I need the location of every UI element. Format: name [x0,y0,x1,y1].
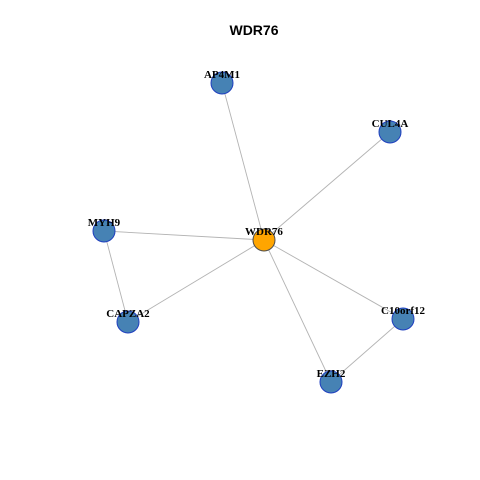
node-circle-c10orf12 [391,307,415,331]
node-cul4a: CUL4A [372,118,409,144]
node-label-myh9: MYH9 [88,217,121,229]
edge-wdr76-ezh2 [263,239,332,383]
node-c10orf12: C10orf12 [381,305,425,331]
graph-title: WDR76 [229,22,278,38]
node-circle-myh9 [92,219,116,243]
edges-layer [103,82,404,383]
node-label-capza2: CAPZA2 [106,308,150,320]
edge-c10orf12-ezh2 [330,318,404,383]
edge-wdr76-capza2 [127,239,265,323]
node-circle-capza2 [116,310,140,334]
node-ap4m1: AP4M1 [204,69,240,95]
edge-wdr76-ap4m1 [221,82,265,241]
edge-myh9-capza2 [103,230,129,323]
node-myh9: MYH9 [88,217,121,243]
node-circle-cul4a [378,120,402,144]
node-wdr76: WDR76 [245,226,283,252]
node-circle-ezh2 [319,370,343,394]
edge-wdr76-myh9 [103,230,265,241]
node-capza2: CAPZA2 [106,308,150,334]
edge-wdr76-cul4a [263,131,391,241]
node-circle-wdr76 [252,228,276,252]
edge-wdr76-c10orf12 [263,239,404,320]
node-label-ap4m1: AP4M1 [204,69,240,81]
node-label-wdr76: WDR76 [245,226,283,238]
node-circle-ap4m1 [210,71,234,95]
node-label-cul4a: CUL4A [372,118,409,130]
node-ezh2: EZH2 [317,368,346,394]
node-label-c10orf12: C10orf12 [381,305,425,317]
node-label-ezh2: EZH2 [317,368,346,380]
